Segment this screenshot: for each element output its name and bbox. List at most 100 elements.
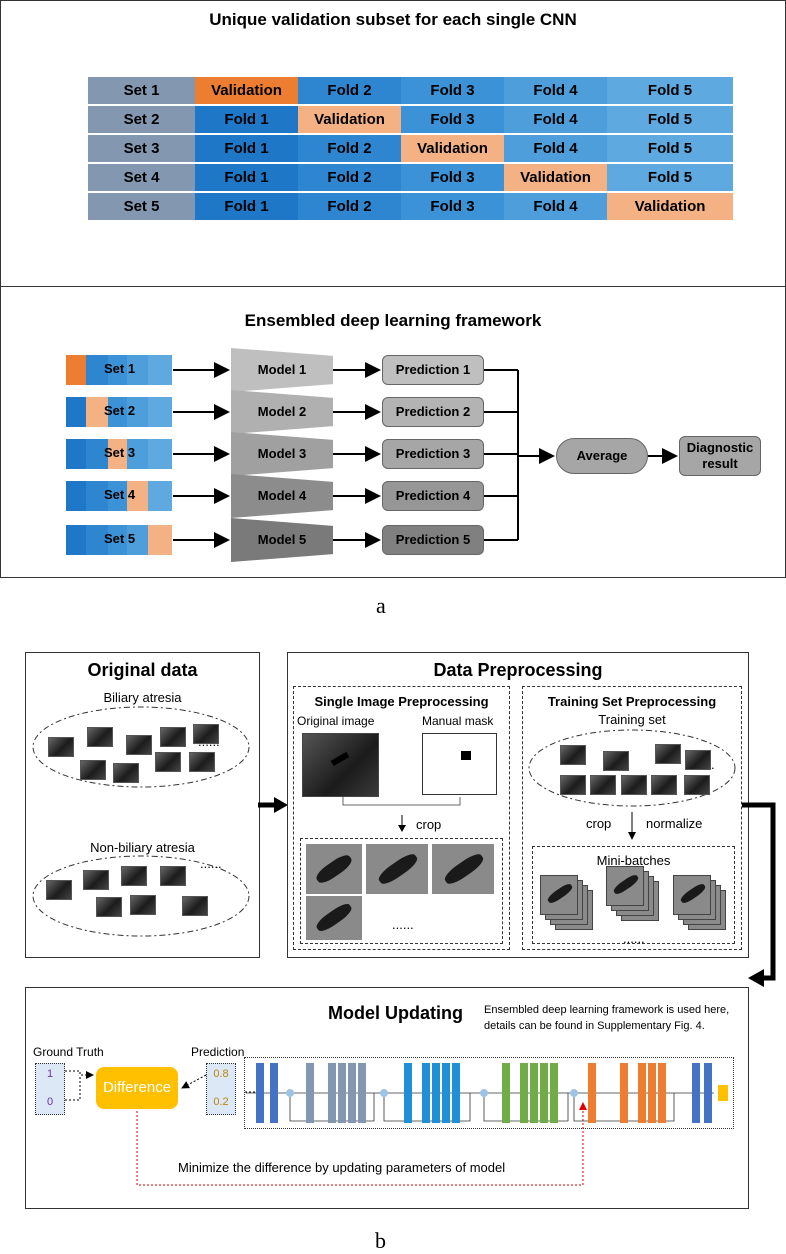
fold-cell: Fold 5 [607, 77, 733, 104]
cnn-layer [588, 1063, 596, 1123]
set-bar: Set 5 [66, 525, 173, 555]
cnn-layer [550, 1063, 558, 1123]
cnn-add-node [480, 1089, 488, 1097]
cnn-layer [432, 1063, 440, 1123]
cnn-layer [638, 1063, 646, 1123]
set-label: Set 2 [104, 403, 136, 418]
ultrasound-thumbnail [46, 880, 72, 900]
model-label: Model 5 [257, 532, 307, 547]
cropped-image-1 [306, 844, 362, 894]
mini-batch-image [606, 866, 644, 906]
biliary-group [32, 706, 250, 788]
fold-cell: Fold 5 [607, 106, 733, 133]
set-segment [66, 355, 87, 385]
set-label: Set 1 [104, 361, 136, 376]
cnn-layer [306, 1063, 314, 1123]
prediction-box [206, 1063, 236, 1115]
non-biliary-ellipsis: ...... [200, 856, 222, 871]
model-node [231, 432, 333, 476]
original-data-title: Original data [87, 660, 198, 680]
training-set-title: Training Set Preprocessing [547, 694, 717, 709]
gt-value-1: 1 [46, 1068, 54, 1080]
cropped-image-2 [366, 844, 428, 894]
cnn-layer [422, 1063, 430, 1123]
crop-label-training: crop [586, 816, 612, 831]
arrow-to-preprocessing [258, 797, 288, 813]
cnn-layer [404, 1063, 412, 1123]
training-down-arrow [628, 812, 636, 840]
cnn-layer [620, 1063, 628, 1123]
framework-title: Ensembled deep learning framework [244, 311, 542, 330]
set-bar: Set 2 [66, 397, 173, 427]
fold-cell: Fold 3 [401, 193, 504, 220]
model-node [231, 390, 333, 434]
difference-node: Difference [96, 1067, 178, 1109]
ultrasound-thumbnail [651, 775, 677, 795]
fold-cell: Fold 1 [195, 164, 298, 191]
set-segment [66, 525, 87, 555]
fold-cell: Fold 2 [298, 77, 401, 104]
cnn-add-node [286, 1089, 294, 1097]
cnn-layer [358, 1063, 366, 1123]
set-segment [66, 397, 87, 427]
set-cell: Set 1 [88, 77, 195, 104]
prediction-node: Prediction 5 [382, 525, 484, 555]
single-image-box [293, 686, 510, 950]
non-biliary-label: Non-biliary atresia [90, 840, 195, 855]
ultrasound-thumbnail [560, 775, 586, 795]
prediction-node: Prediction 4 [382, 481, 484, 511]
fold-cell: Fold 5 [607, 164, 733, 191]
cnn-layer [270, 1063, 278, 1123]
batches-ellipsis: ...... [623, 931, 645, 946]
caption-a: a [376, 593, 386, 618]
validation-cell: Validation [504, 164, 607, 191]
ultrasound-thumbnail [685, 750, 711, 770]
cnn-blocks [246, 1063, 728, 1123]
ultrasound-thumbnail [655, 744, 681, 764]
set-cell: Set 4 [88, 164, 195, 191]
cropped-images-box [300, 838, 503, 944]
prediction-label: Prediction [191, 1045, 245, 1059]
model-label: Model 3 [257, 446, 307, 461]
fold-cell: Fold 2 [298, 135, 401, 162]
prediction-node: Prediction 2 [382, 397, 484, 427]
training-set-group [528, 729, 736, 807]
ultrasound-thumbnail [590, 775, 616, 795]
ultrasound-thumbnail [83, 870, 109, 890]
ultrasound-thumbnail [684, 775, 710, 795]
cnn-layer [520, 1063, 528, 1123]
cnn-layer [256, 1063, 264, 1123]
fold-cell: Fold 3 [401, 77, 504, 104]
ultrasound-thumbnail [48, 737, 74, 757]
cropped-image-4 [306, 896, 362, 940]
set-label: Set 3 [104, 445, 136, 460]
cnn-add-node [380, 1089, 388, 1097]
cnn-architecture [244, 1057, 734, 1129]
cnn-add-node [570, 1089, 578, 1097]
original-image-label: Original image [297, 714, 375, 728]
model-node [231, 474, 333, 518]
training-set-box [522, 686, 742, 950]
single-image-title: Single Image Preprocessing [314, 694, 489, 709]
ultrasound-thumbnail [155, 752, 181, 772]
set-cell: Set 3 [88, 135, 195, 162]
model-label: Model 1 [257, 362, 307, 377]
set-bar: Set 4 [66, 481, 173, 511]
fold-cell: Fold 2 [298, 164, 401, 191]
manual-mask-label: Manual mask [422, 714, 494, 728]
model-label: Model 4 [257, 488, 307, 503]
model-node [231, 518, 333, 562]
model-updating-title: Model Updating [328, 1003, 463, 1023]
crop-bracket [342, 797, 461, 832]
cnn-layer [648, 1063, 656, 1123]
pred-value-08: 0.8 [213, 1068, 229, 1080]
validation-cell: Validation [401, 135, 504, 162]
cnn-layer [692, 1063, 700, 1123]
ground-truth-label: Ground Truth [33, 1045, 104, 1059]
cnn-layer [348, 1063, 356, 1123]
crop-label-single: crop [416, 817, 442, 832]
ultrasound-thumbnail [126, 735, 152, 755]
ultrasound-thumbnail [160, 727, 186, 747]
prediction-node: Prediction 1 [382, 355, 484, 385]
ultrasound-thumbnail [560, 745, 586, 765]
